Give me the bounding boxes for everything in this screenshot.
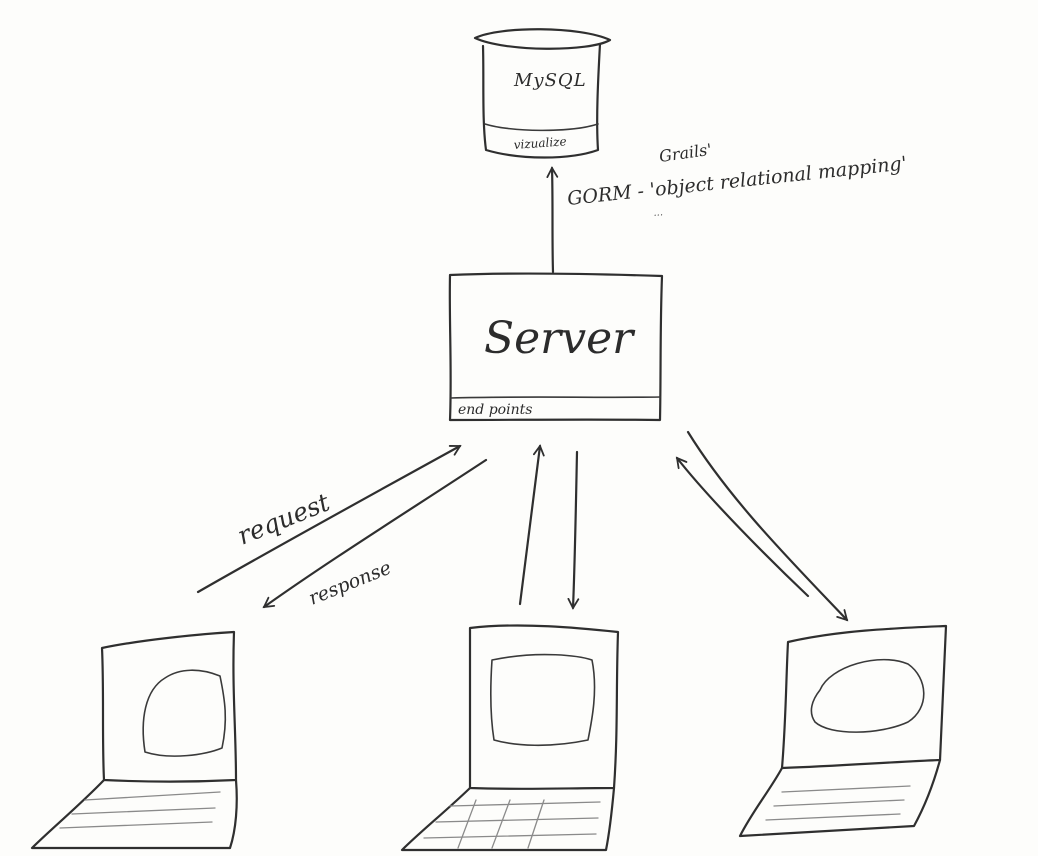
laptop-icon [30, 630, 238, 850]
database-name-label: MySQL [513, 70, 587, 91]
laptop-icon [400, 624, 620, 852]
client2-request-arrow [518, 444, 545, 606]
response-label: response [306, 557, 395, 610]
orm-framework-label: Grails' [658, 140, 713, 166]
server-title: Server [484, 313, 636, 364]
response-arrow [262, 458, 488, 609]
orm-note-label: GORM - 'object relational mapping' [566, 152, 908, 210]
server-db-arrow [546, 166, 559, 274]
orm-note-sub-label: ... [653, 207, 663, 219]
database-footer-label: vizualize [513, 134, 567, 152]
request-label: request [233, 487, 334, 550]
client3-request-arrow [675, 456, 810, 598]
request-arrow [196, 444, 462, 594]
database-icon [473, 28, 612, 159]
server-box [448, 272, 664, 422]
client3-response-arrow [686, 430, 849, 622]
client2-response-arrow [567, 450, 580, 610]
laptop-icon [738, 624, 948, 838]
endpoints-label: end points [458, 402, 532, 418]
